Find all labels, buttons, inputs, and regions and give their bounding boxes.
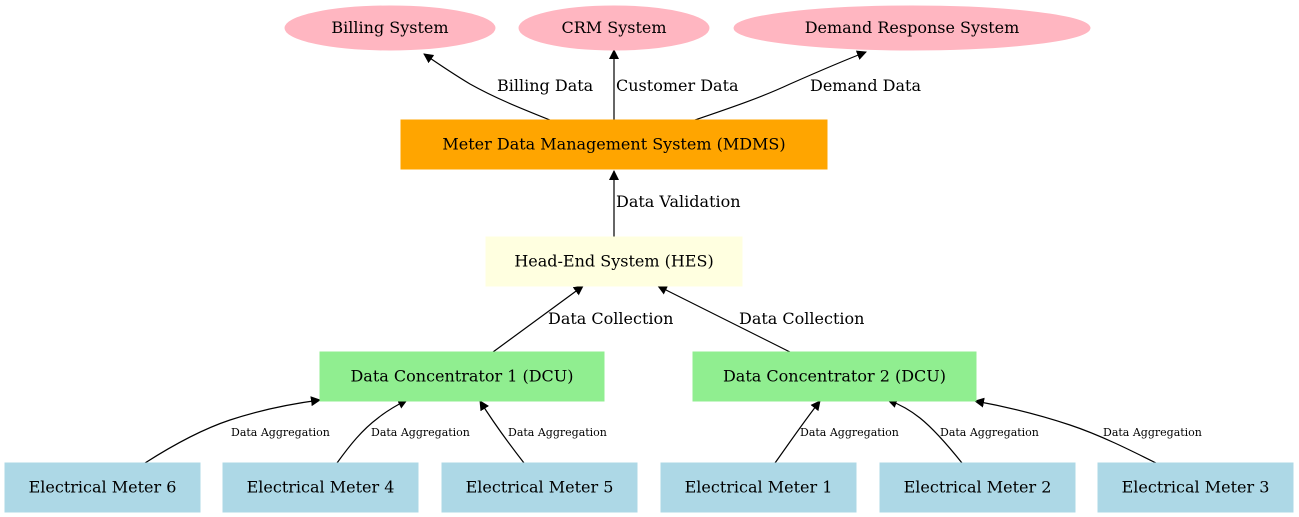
edge-label: Data Aggregation xyxy=(800,426,899,439)
edge-dcu1-to-hes: Data Collection xyxy=(492,285,673,353)
node-shape xyxy=(692,351,977,402)
node-m1[interactable]: Electrical Meter 1 xyxy=(660,462,857,513)
edge-label: Customer Data xyxy=(616,76,739,95)
node-mdms[interactable]: Meter Data Management System (MDMS) xyxy=(400,119,828,170)
node-hes[interactable]: Head-End System (HES) xyxy=(485,236,743,287)
node-m3[interactable]: Electrical Meter 3 xyxy=(1097,462,1294,513)
node-crm[interactable]: CRM System xyxy=(518,5,710,51)
node-shape xyxy=(4,462,201,513)
edge-dcu2-to-hes: Data Collection xyxy=(657,285,864,353)
edge-mdms-to-dr: Demand Data xyxy=(694,50,921,121)
node-shape xyxy=(485,236,743,287)
node-label: Data Concentrator 2 (DCU) xyxy=(723,367,946,386)
node-shape xyxy=(319,351,605,402)
edge-arrow xyxy=(336,399,408,464)
node-billing[interactable]: Billing System xyxy=(284,5,496,51)
edge-arrow xyxy=(774,400,821,464)
edge-label: Data Collection xyxy=(548,309,673,328)
node-label: Electrical Meter 4 xyxy=(247,478,395,497)
node-m2[interactable]: Electrical Meter 2 xyxy=(879,462,1076,513)
edge-arrow xyxy=(974,397,1157,464)
edge-arrow xyxy=(492,285,584,353)
edge-m2-to-dcu2: Data Aggregation xyxy=(887,398,1039,464)
edge-label: Data Aggregation xyxy=(371,426,470,439)
node-shape xyxy=(879,462,1076,513)
node-dr[interactable]: Demand Response System xyxy=(733,5,1091,51)
node-m4[interactable]: Electrical Meter 4 xyxy=(222,462,419,513)
edge-mdms-to-billing: Billing Data xyxy=(423,53,594,121)
node-shape xyxy=(222,462,419,513)
node-label: CRM System xyxy=(561,18,666,37)
node-shape xyxy=(284,5,496,51)
node-label: Data Concentrator 1 (DCU) xyxy=(350,367,573,386)
edge-arrow xyxy=(657,285,791,353)
edge-m1-to-dcu2: Data Aggregation xyxy=(774,400,899,464)
node-dcu2[interactable]: Data Concentrator 2 (DCU) xyxy=(692,351,977,402)
edge-m3-to-dcu2: Data Aggregation xyxy=(974,397,1202,464)
edge-label: Demand Data xyxy=(810,76,921,95)
edge-arrow xyxy=(887,398,963,464)
edge-label: Billing Data xyxy=(497,76,594,95)
edge-arrow xyxy=(144,396,321,464)
edge-arrow xyxy=(479,400,525,464)
node-shape xyxy=(441,462,638,513)
edge-m5-to-dcu1: Data Aggregation xyxy=(479,400,607,464)
node-label: Electrical Meter 2 xyxy=(904,478,1052,497)
edge-label: Data Aggregation xyxy=(940,426,1039,439)
edge-label: Data Collection xyxy=(739,309,864,328)
edge-m4-to-dcu1: Data Aggregation xyxy=(336,399,470,464)
node-shape xyxy=(733,5,1091,51)
node-label: Electrical Meter 6 xyxy=(29,478,177,497)
edge-mdms-to-crm: Customer Data xyxy=(609,49,739,120)
node-shape xyxy=(518,5,710,51)
node-label: Billing System xyxy=(331,18,448,37)
node-label: Meter Data Management System (MDMS) xyxy=(442,135,785,154)
node-label: Head-End System (HES) xyxy=(514,252,713,271)
node-label: Electrical Meter 1 xyxy=(685,478,833,497)
node-label: Electrical Meter 5 xyxy=(466,478,614,497)
edge-arrow xyxy=(423,53,551,121)
node-label: Demand Response System xyxy=(805,18,1020,37)
node-shape xyxy=(1097,462,1294,513)
node-m6[interactable]: Electrical Meter 6 xyxy=(4,462,201,513)
edge-label: Data Aggregation xyxy=(508,426,607,439)
edge-label: Data Aggregation xyxy=(231,426,330,439)
edge-arrow xyxy=(694,50,867,121)
node-shape xyxy=(400,119,828,170)
node-shape xyxy=(660,462,857,513)
edge-label: Data Validation xyxy=(616,192,741,211)
node-label: Electrical Meter 3 xyxy=(1122,478,1270,497)
edge-label: Data Aggregation xyxy=(1103,426,1202,439)
node-m5[interactable]: Electrical Meter 5 xyxy=(441,462,638,513)
node-dcu1[interactable]: Data Concentrator 1 (DCU) xyxy=(319,351,605,402)
edge-m6-to-dcu1: Data Aggregation xyxy=(144,396,330,464)
edge-hes-to-mdms: Data Validation xyxy=(609,170,741,237)
